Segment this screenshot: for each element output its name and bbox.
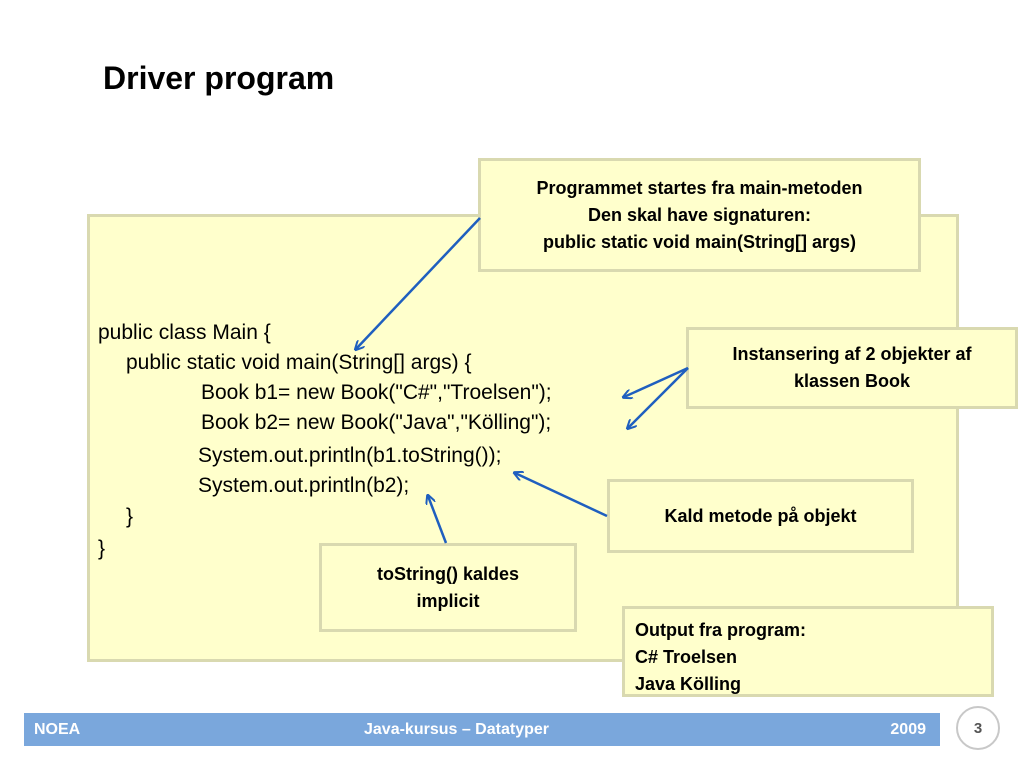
callout-instantiation-line-2: klassen Book [793, 371, 911, 391]
callout-method-call-line-1: Kald metode på objekt [664, 505, 857, 526]
footer-left: NOEA [34, 721, 81, 738]
callout-main-line-1: Programmet startes fra main-metoden [536, 177, 863, 198]
arrow-to-book2 [628, 367, 689, 428]
callout-instantiation-line-1: Instansering af 2 objekter af [732, 344, 972, 364]
code-line-book1: Book b1= new Book("C#","Troelsen"); [201, 381, 552, 404]
callout-method-call: Kald metode på objekt [607, 479, 914, 553]
callout-tostring: toString() kaldes implicit [319, 543, 577, 632]
code-line-close-class: } [98, 537, 106, 560]
code-line-book2: Book b2= new Book("Java","Kölling"); [201, 411, 552, 434]
arrow-to-main [356, 217, 481, 349]
callout-output: Output fra program: C# Troelsen Java Köl… [622, 606, 994, 697]
code-line-println2: System.out.println(b2); [198, 474, 410, 497]
code-line-main: public static void main(String[] args) { [126, 351, 472, 374]
callout-main-method: Programmet startes fra main-metoden Den … [478, 158, 921, 272]
callout-tostring-line-2: implicit [416, 590, 480, 611]
callout-instantiation: Instansering af 2 objekter af klassen Bo… [686, 327, 1018, 409]
code-line-close-method: } [126, 505, 134, 528]
footer-bar: NOEA Java-kursus – Datatyper 2009 [24, 713, 940, 746]
code-line-println1: System.out.println(b1.toString()); [198, 444, 502, 467]
callout-output-line-1: Output fra program: [635, 620, 806, 640]
arrow-to-tostring-call [515, 473, 608, 518]
slide-title: Driver program [103, 60, 335, 96]
arrow-to-book1 [624, 366, 689, 397]
footer-right: 2009 [890, 721, 926, 738]
callout-main-line-3: public static void main(String[] args) [542, 231, 857, 252]
arrow-to-println-b2 [428, 496, 448, 544]
callout-tostring-line-1: toString() kaldes [376, 563, 519, 584]
code-line-class: public class Main { [98, 321, 271, 344]
callout-output-line-2: C# Troelsen [635, 647, 738, 667]
footer-center: Java-kursus – Datatyper [364, 721, 549, 738]
callout-output-line-3: Java Kölling [635, 674, 742, 694]
page-number: 3 [956, 706, 1000, 750]
callout-main-line-2: Den skal have signaturen: [587, 204, 812, 225]
